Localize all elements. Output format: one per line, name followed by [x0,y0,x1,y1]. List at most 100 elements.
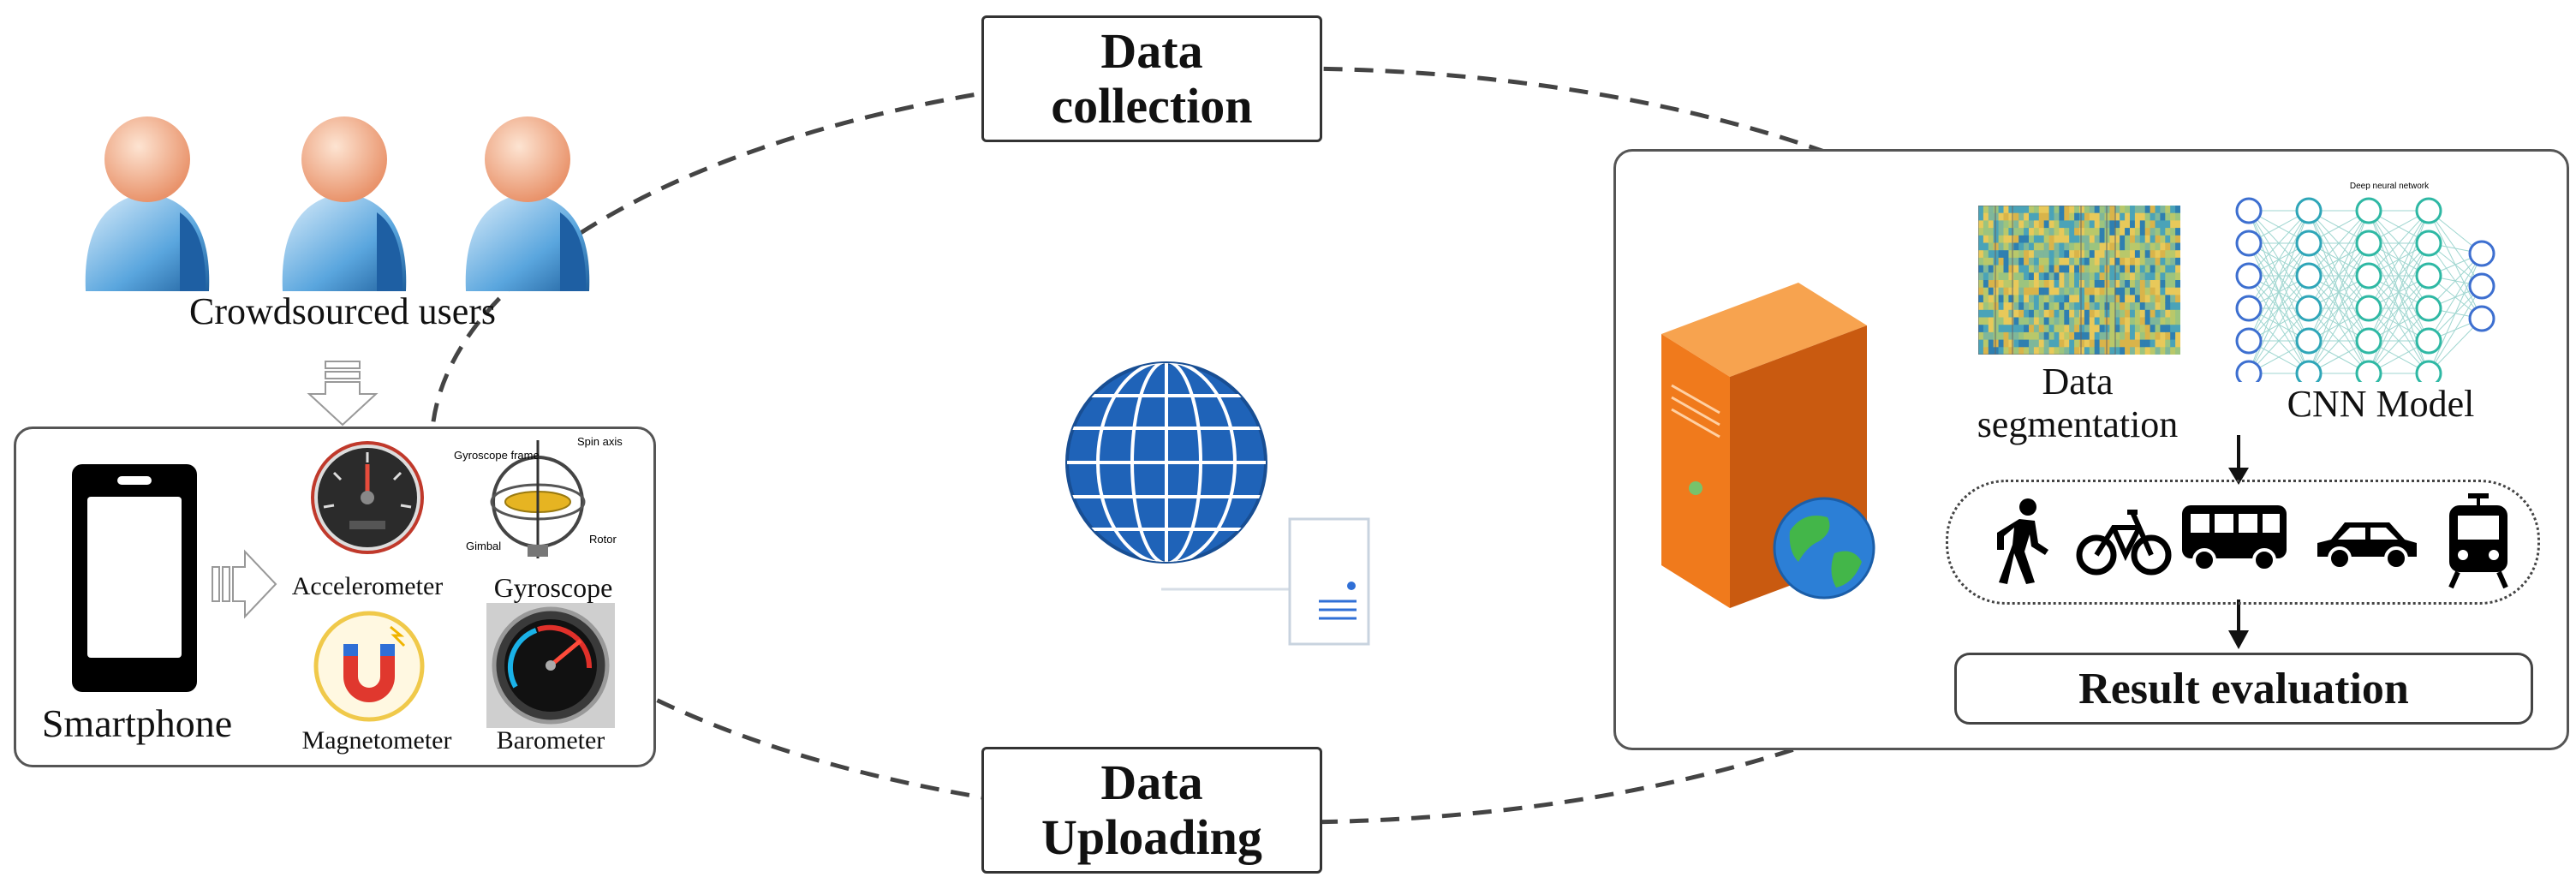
heatmap-cell [2139,220,2146,229]
cnn-neuron [2295,295,2323,322]
heatmap-cell [2024,206,2030,214]
heatmap-cell [2155,235,2161,243]
heatmap-cell [1988,302,1995,311]
data-uploading-line1: Data [1100,755,1203,810]
heatmap-cell [2059,265,2065,273]
heatmap-cell [2139,287,2146,295]
heatmap-cell [2114,302,2120,311]
heatmap-cell [2069,250,2075,259]
heatmap-cell [2074,309,2080,318]
heatmap-cell [2008,212,2014,221]
heatmap-cell [2079,206,2085,214]
heatmap-cell [2104,228,2110,236]
heatmap-cell [2120,339,2126,348]
heatmap-cell [2018,257,2024,266]
heatmap-cell [2043,272,2050,281]
magnetometer-label: Magnetometer [301,726,452,755]
heatmap-cell [1998,317,2004,325]
heatmap-cell [2033,309,2040,318]
smartphone-icon [70,462,199,698]
heatmap-cell [1978,242,1984,251]
cnn-neuron [2235,360,2263,387]
heatmap-cell [2099,287,2105,295]
heatmap-cell [1978,220,1984,229]
heatmap-cell [2033,280,2040,289]
cnn-neuron [2235,230,2263,257]
heatmap-cell [2150,272,2156,281]
heatmap-cell [2170,347,2176,355]
heatmap-cell [2054,309,2060,318]
heatmap-cell [2043,309,2050,318]
heatmap-cell [2089,212,2096,221]
heatmap-cell [2018,280,2024,289]
heatmap-cell [2069,295,2075,303]
heatmap-cell [2064,331,2070,341]
heatmap-cell [2104,331,2110,341]
heatmap-cell [2134,309,2141,318]
heatmap-cell [2094,257,2101,266]
heatmap-cell [2048,242,2054,251]
heatmap-cell [2059,280,2065,289]
heatmap-cell [2155,287,2161,295]
heatmap-cell [2089,272,2096,281]
heatmap-cell [2008,257,2014,266]
heatmap-cell [2104,265,2110,273]
cnn-connection [2248,275,2310,374]
result-evaluation-label: Result evaluation [2078,664,2409,713]
heatmap-cell [2003,347,2009,355]
heatmap-cell [2033,325,2040,333]
heatmap-cell [2064,265,2070,273]
heatmap-cell [1993,331,2000,341]
heatmap-cell [2175,287,2181,295]
cnn-connection [2368,210,2430,277]
heatmap-cell [2008,287,2014,295]
heatmap-cell [2150,250,2156,259]
heatmap-cell [2029,220,2035,229]
heatmap-cell [2048,257,2054,266]
heatmap-cell [1988,295,1995,303]
heatmap-cell [2013,309,2019,318]
heatmap-cell [2038,347,2045,355]
heatmap-cell [2144,206,2151,214]
heatmap-cell [2054,280,2060,289]
heatmap-cell [2064,242,2070,251]
heatmap-cell [2130,257,2136,266]
heatmap-cell [2099,317,2105,325]
heatmap-cell [2054,325,2060,333]
data-collection-line2: collection [1051,78,1253,134]
heatmap-cell [2099,206,2105,214]
heatmap-cell [2109,257,2115,266]
heatmap-cell [2175,242,2181,251]
heatmap-cell [2170,339,2176,348]
heatmap-cell [2084,265,2090,273]
heatmap-cell [2160,295,2166,303]
heatmap-cell [2094,295,2101,303]
heatmap-cell [2043,242,2050,251]
heatmap-cell [2003,272,2009,281]
bicycle-icon [2076,505,2172,582]
segmentation-label-line2: segmentation [1977,403,2179,445]
heatmap-cell [2160,280,2166,289]
heatmap-cell [2165,228,2171,236]
heatmap-cell [2094,302,2101,311]
cnn-neuron [2355,230,2382,257]
heatmap-cell [2139,295,2146,303]
heatmap-cell [1998,347,2004,355]
heatmap-cell [2150,242,2156,251]
heatmap-cell [2024,331,2030,341]
document-icon [1288,517,1370,650]
cnn-neuron [2235,262,2263,289]
barometer-icon [485,601,617,734]
bus-icon [2180,502,2288,578]
heatmap-cell [2043,250,2050,259]
accelerometer-icon [308,439,426,561]
heatmap-cell [2130,339,2136,348]
heatmap-cell [2029,257,2035,266]
heatmap-cell [2094,272,2101,281]
heatmap-cell [2008,295,2014,303]
heatmap-cell [2144,242,2151,251]
heatmap-cell [2018,339,2024,348]
heatmap-cell [1978,287,1984,295]
heatmap-cell [2084,206,2090,214]
heatmap-cell [2139,235,2146,243]
